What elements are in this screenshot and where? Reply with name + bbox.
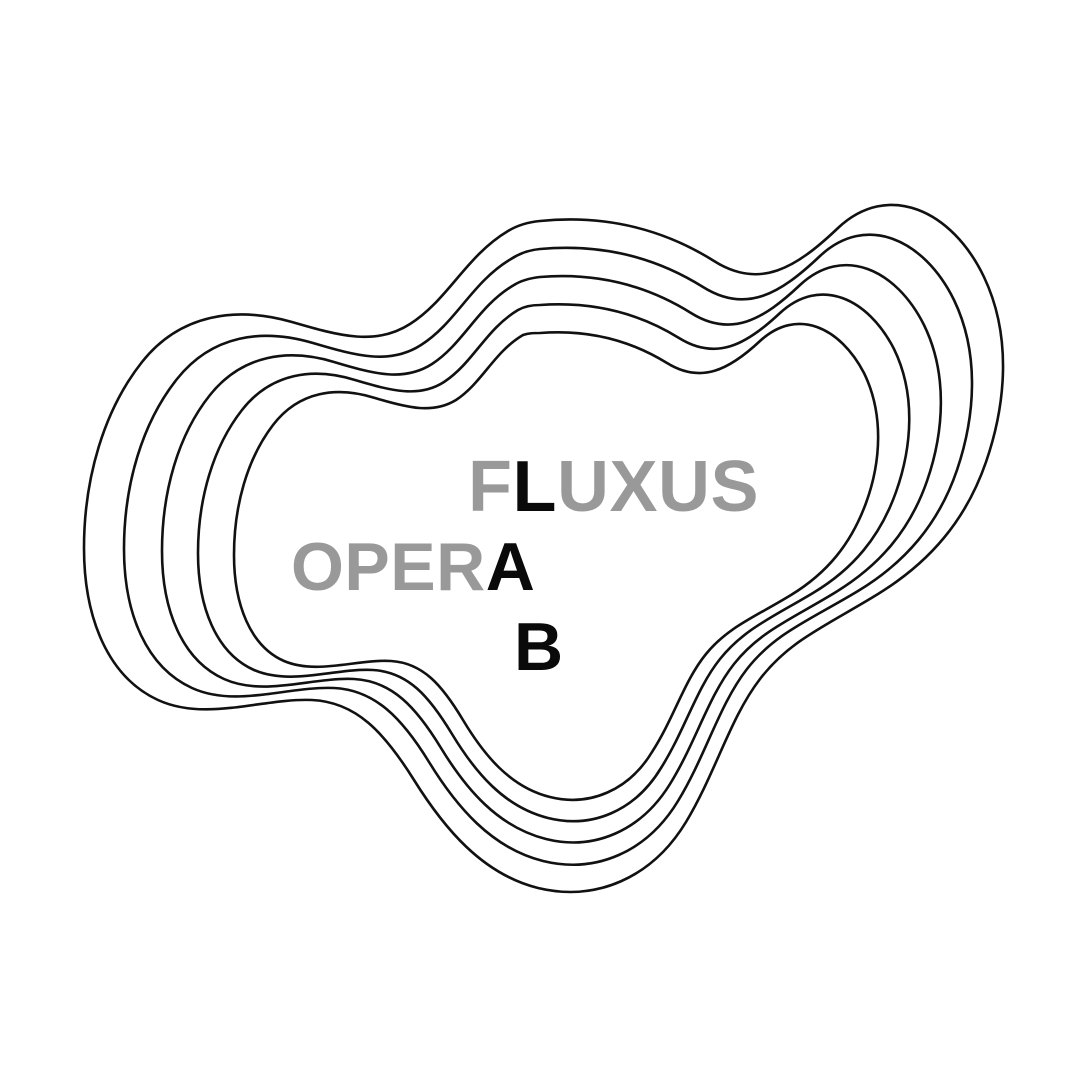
contour-ring-2 <box>122 233 974 866</box>
fluxus-prefix: F <box>468 447 513 527</box>
contour-ring-4 <box>196 293 911 823</box>
fluxus-accent-letter-l: L <box>512 447 557 527</box>
opera-prefix: OPER <box>291 529 486 605</box>
wordmark-opera: OPERA <box>291 533 535 601</box>
contour-ring-1 <box>82 203 1005 894</box>
wordmark-fluxus: FLUXUS <box>468 451 759 523</box>
contour-ring-5 <box>232 322 880 802</box>
fluxus-suffix: UXUS <box>556 447 760 527</box>
contour-ring-3 <box>160 263 943 844</box>
opera-accent-letter-a: A <box>485 529 536 605</box>
wordmark-accent-letter-b: B <box>514 609 564 685</box>
